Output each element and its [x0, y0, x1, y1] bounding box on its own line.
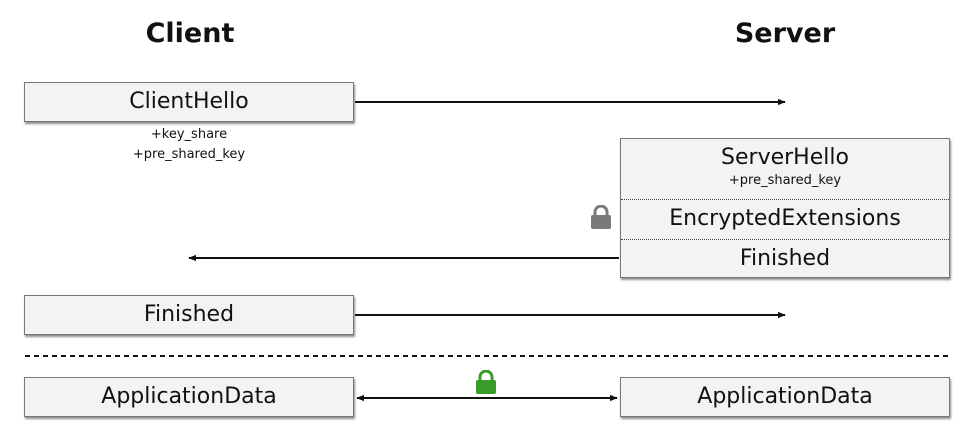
client-application-data-box: ApplicationData	[24, 377, 354, 417]
key-share-extension: +key_share	[150, 127, 228, 142]
server-hello-segment: ServerHello +pre_shared_key	[621, 139, 949, 199]
lock-icon	[591, 205, 611, 229]
client-hello-box: ClientHello	[24, 82, 354, 122]
encrypted-extensions-segment: EncryptedExtensions	[621, 199, 949, 239]
pre-shared-key-extension: +pre_shared_key	[132, 147, 246, 162]
server-hello-extension: +pre_shared_key	[728, 173, 842, 188]
server-finished-segment: Finished	[621, 239, 949, 278]
server-application-data-box: ApplicationData	[620, 377, 950, 417]
server-heading: Server	[734, 18, 836, 49]
server-flight-box: ServerHello +pre_shared_key EncryptedExt…	[620, 138, 950, 278]
lock-icon	[476, 370, 496, 394]
client-heading: Client	[145, 18, 235, 49]
server-hello-label: ServerHello	[721, 145, 849, 170]
client-finished-box: Finished	[24, 295, 354, 335]
client-hello-extensions: +key_share +pre_shared_key	[24, 125, 354, 165]
